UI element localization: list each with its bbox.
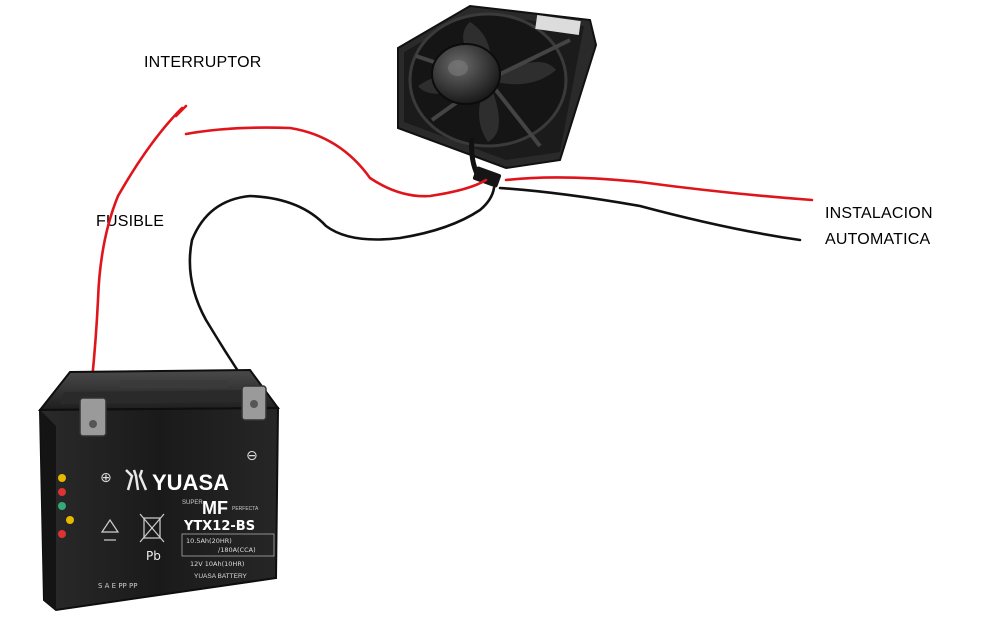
automatica-label: AUTOMATICA [825,231,931,248]
plus-symbol: ⊕ [100,470,112,486]
recycle-icon [100,518,120,541]
brand-text: YUASA [152,470,229,495]
spec-line-2: /180A(CCA) [218,546,256,554]
series-small-text: SUPER [182,500,203,506]
warning-icons [58,474,74,538]
bottom-marks-text: S A E PP PP [98,582,137,590]
battery-footer-text: YUASA BATTERY [194,573,248,580]
series-text: MF [202,498,228,518]
minus-symbol: ⊖ [246,448,258,464]
battery-icon: ⊕ ⊖ YUASA SUPER MF PERFECTA YTX12-BS 10.… [37,368,280,612]
spec-line-3: 12V 10Ah(10HR) [190,560,244,568]
series-suffix-text: PERFECTA [232,506,259,512]
switch-gap-icon [174,104,188,118]
lead-symbol: Pb [146,549,161,563]
spec-line-1: 10.5Ah(20HR) [186,537,232,545]
fan-icon [397,4,598,188]
interruptor-label: INTERRUPTOR [144,54,262,71]
yuasa-logo-icon [125,469,148,491]
red-wire-to-automatica [504,176,814,202]
model-text: YTX12-BS [183,519,255,534]
black-wire-battery-to-fan [188,186,496,400]
crossed-bin-icon [139,513,165,543]
red-wire-switch-to-fan [184,126,488,198]
red-wire-battery-to-switch [90,106,184,422]
positive-terminal-icon [79,397,107,437]
fusible-label: FUSIBLE [96,213,165,230]
instalacion-label: INSTALACION [825,205,933,222]
black-wire-to-automatica [498,186,802,242]
